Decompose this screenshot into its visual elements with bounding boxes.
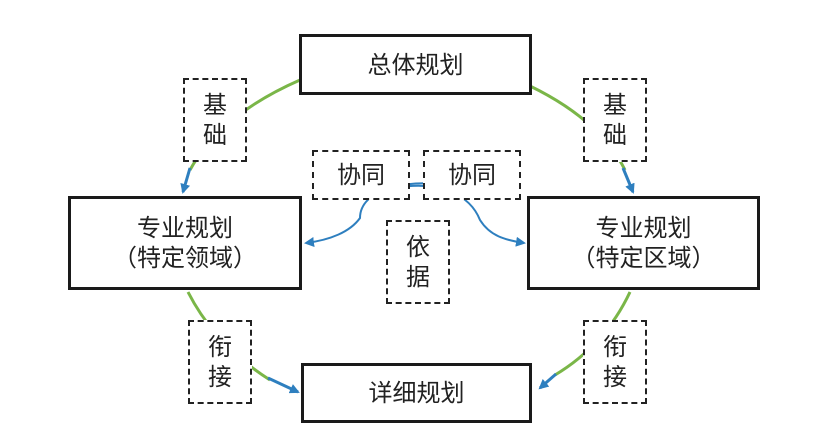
node-specialty-right-line1: 专业规划 xyxy=(595,214,692,242)
arrow-right-to-detailed xyxy=(538,372,557,390)
node-specialty-left-line1: 专业规划 xyxy=(137,214,233,242)
node-specialty-left-line2: （特定领域） xyxy=(113,244,257,272)
node-overall-label: 总体规划 xyxy=(367,50,464,79)
arrow-to-specialty-right xyxy=(621,167,635,194)
node-specialty-right: 专业规划 （特定区域） xyxy=(527,196,760,290)
label-reference: 依 据 xyxy=(386,220,450,304)
label-basis-left: 基 础 xyxy=(183,78,247,162)
label-coord-left: 协同 xyxy=(312,150,410,200)
node-detailed-plan: 详细规划 xyxy=(301,363,532,423)
node-specialty-left: 专业规划 （特定领域） xyxy=(68,196,302,290)
label-link-right: 衔 接 xyxy=(583,320,647,404)
node-overall-plan: 总体规划 xyxy=(299,34,532,95)
node-detailed-label: 详细规划 xyxy=(368,379,465,407)
label-link-left: 衔 接 xyxy=(188,320,252,404)
label-basis-right: 基 础 xyxy=(583,78,647,162)
arrow-to-specialty-left xyxy=(180,167,192,194)
node-specialty-right-line2: （特定区域） xyxy=(571,244,716,272)
arrow-left-to-detailed xyxy=(267,376,300,394)
label-coord-right: 协同 xyxy=(423,150,521,200)
